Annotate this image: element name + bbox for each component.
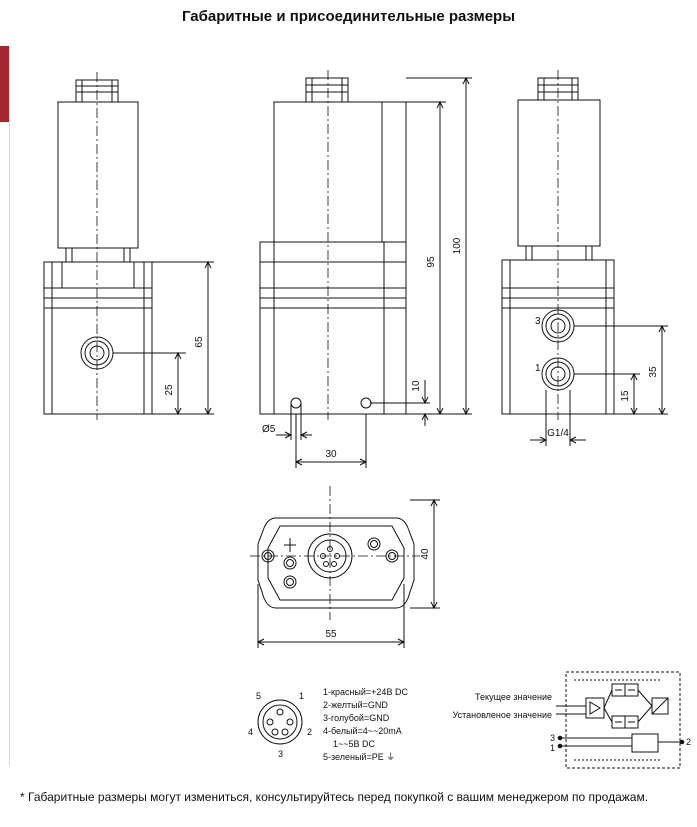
wiring-legend: 1-красный=+24В DC 2-желтый=GND 3-голубой… <box>323 686 408 764</box>
wiring-line: 4-белый=4~~20mA <box>323 726 402 736</box>
dim-35: 35 <box>648 366 659 378</box>
pin-label-5: 5 <box>256 691 261 701</box>
wiring-line: 1~~5В DC <box>323 739 376 749</box>
side-view-left <box>43 72 214 420</box>
divider-line <box>9 46 10 766</box>
schematic-current-label: Текущее значение <box>475 692 552 702</box>
dim-95: 95 <box>426 256 437 268</box>
schematic-port-1: 1 <box>550 743 555 753</box>
side-view-right <box>501 70 668 446</box>
dim-65: 65 <box>194 336 205 348</box>
pin-label-1: 1 <box>299 691 304 701</box>
pin-label-3: 3 <box>278 749 283 759</box>
dim-100: 100 <box>452 237 463 254</box>
valve-body <box>259 241 407 415</box>
wiring-line: 5-зеленый=PE ⏚ <box>323 752 396 762</box>
dim-g14: G1/4 <box>547 428 569 439</box>
schematic-port-3: 3 <box>550 733 555 743</box>
top-view <box>250 486 440 648</box>
dim-55: 55 <box>325 629 337 640</box>
dim-10: 10 <box>411 380 422 392</box>
page-title: Габаритные и присоединительные размеры <box>181 8 516 25</box>
port-label-3: 3 <box>535 316 541 327</box>
dim-15: 15 <box>620 390 631 402</box>
footnote: * Габаритные размеры могут измениться, к… <box>20 790 649 804</box>
dim-40: 40 <box>420 548 431 560</box>
wiring-line: 2-желтый=GND <box>323 700 388 710</box>
wiring-line: 1-красный=+24В DC <box>323 687 408 697</box>
wiring-line: 3-голубой=GND <box>323 713 390 723</box>
pneumatic-schematic <box>556 671 685 769</box>
dim-5: Ø5 <box>262 424 276 435</box>
pin-label-2: 2 <box>307 727 312 737</box>
valve-body <box>43 261 153 415</box>
dim-30: 30 <box>325 449 337 460</box>
dim-25: 25 <box>164 384 175 396</box>
connector-pinout <box>257 699 303 745</box>
front-view <box>259 70 472 468</box>
accent-bar <box>0 46 9 122</box>
pin-label-4: 4 <box>248 727 253 737</box>
coil-body <box>57 101 139 249</box>
port-label-1: 1 <box>535 363 541 374</box>
coil-body <box>517 99 601 247</box>
schematic-set-label: Установленое значение <box>452 710 552 720</box>
schematic-port-2: 2 <box>686 737 691 747</box>
base-outline <box>257 517 415 609</box>
